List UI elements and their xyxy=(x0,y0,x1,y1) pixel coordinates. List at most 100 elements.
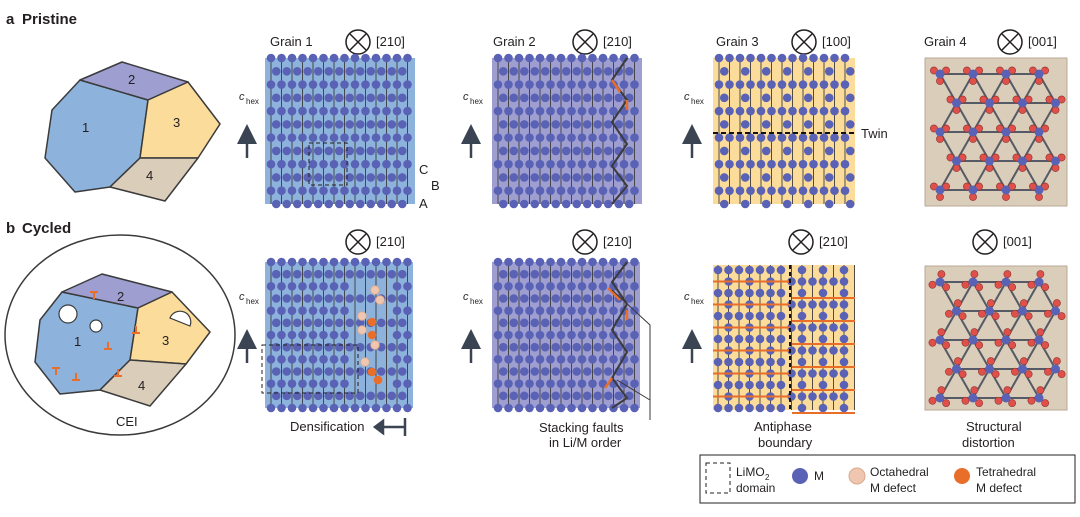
atom xyxy=(798,80,808,89)
oxygen-atom xyxy=(961,338,970,347)
oxygen-atom xyxy=(986,299,995,308)
atom xyxy=(355,318,365,328)
atom xyxy=(392,403,402,413)
oxygen-atom xyxy=(1003,386,1012,395)
atom xyxy=(319,106,328,116)
atom xyxy=(839,277,849,286)
atom xyxy=(303,294,313,303)
atom xyxy=(714,133,724,142)
atom xyxy=(403,106,412,116)
atom xyxy=(371,159,381,169)
atom xyxy=(776,265,786,275)
legend-m-label: M xyxy=(814,469,824,483)
octahedral-defect xyxy=(357,325,367,335)
atom xyxy=(287,186,297,196)
atom xyxy=(319,133,328,142)
atom xyxy=(797,311,807,321)
atom xyxy=(809,53,818,63)
atom xyxy=(298,257,307,267)
atom xyxy=(303,367,313,376)
atom xyxy=(392,106,402,116)
atom xyxy=(725,106,734,116)
oxygen-atom xyxy=(975,399,984,408)
atom xyxy=(734,311,744,321)
atom xyxy=(266,257,276,267)
m-atom xyxy=(1018,306,1027,316)
atom xyxy=(609,106,618,116)
atom xyxy=(334,391,344,401)
atom xyxy=(292,269,302,279)
atom xyxy=(713,265,723,275)
atom xyxy=(277,80,286,89)
atom xyxy=(776,311,786,321)
atom xyxy=(525,133,534,142)
atom xyxy=(319,306,328,315)
atom xyxy=(277,186,286,196)
atom xyxy=(740,199,750,209)
atom xyxy=(725,133,734,142)
atom xyxy=(603,391,613,401)
atom xyxy=(803,146,813,156)
atom xyxy=(376,199,386,209)
atom xyxy=(714,159,724,169)
atom xyxy=(829,277,838,286)
atom xyxy=(498,173,508,182)
atom xyxy=(403,186,412,196)
atom xyxy=(392,306,402,315)
tetrahedral-defect xyxy=(373,375,383,385)
atom xyxy=(551,120,561,129)
atom xyxy=(355,199,365,209)
atom xyxy=(713,403,723,413)
atom xyxy=(355,173,365,182)
atom xyxy=(509,146,519,156)
atom xyxy=(556,53,566,63)
atom xyxy=(266,330,276,340)
stacking-b: B xyxy=(431,178,440,193)
atom xyxy=(298,106,307,116)
m-atom xyxy=(968,277,978,287)
atom xyxy=(340,159,349,169)
atom xyxy=(376,93,386,103)
atom xyxy=(845,146,855,156)
atom xyxy=(577,186,587,196)
c-hex-label: c xyxy=(463,291,469,303)
atom xyxy=(266,379,276,388)
atom xyxy=(287,106,297,116)
atom xyxy=(514,186,524,196)
atom xyxy=(840,159,850,169)
lattice-panel xyxy=(265,262,413,408)
atom xyxy=(713,311,723,321)
atom xyxy=(271,120,281,129)
atom xyxy=(546,80,555,89)
atom xyxy=(824,199,834,209)
atom xyxy=(755,403,765,413)
atom xyxy=(788,106,797,116)
atom xyxy=(556,80,566,89)
pristine-grain-1: 1 xyxy=(82,120,89,135)
atom xyxy=(734,403,744,413)
atom xyxy=(766,311,775,321)
atom xyxy=(403,379,412,388)
atom xyxy=(845,120,855,129)
atom xyxy=(572,367,582,376)
atom xyxy=(598,330,608,340)
atom xyxy=(540,342,550,352)
atom xyxy=(282,173,292,182)
atom xyxy=(572,173,582,182)
atom xyxy=(329,80,339,89)
atom xyxy=(556,306,566,315)
atom xyxy=(761,93,771,103)
atom xyxy=(551,294,561,303)
atom xyxy=(493,133,503,142)
atom xyxy=(830,159,839,169)
atom xyxy=(403,330,412,340)
atom xyxy=(334,342,344,352)
pristine-particle xyxy=(44,61,221,202)
atom xyxy=(530,120,540,129)
atom xyxy=(403,257,412,267)
legend-domain-swatch xyxy=(705,462,731,494)
atom xyxy=(830,186,839,196)
atom xyxy=(829,323,838,332)
atom xyxy=(324,367,334,376)
atom xyxy=(366,66,376,76)
